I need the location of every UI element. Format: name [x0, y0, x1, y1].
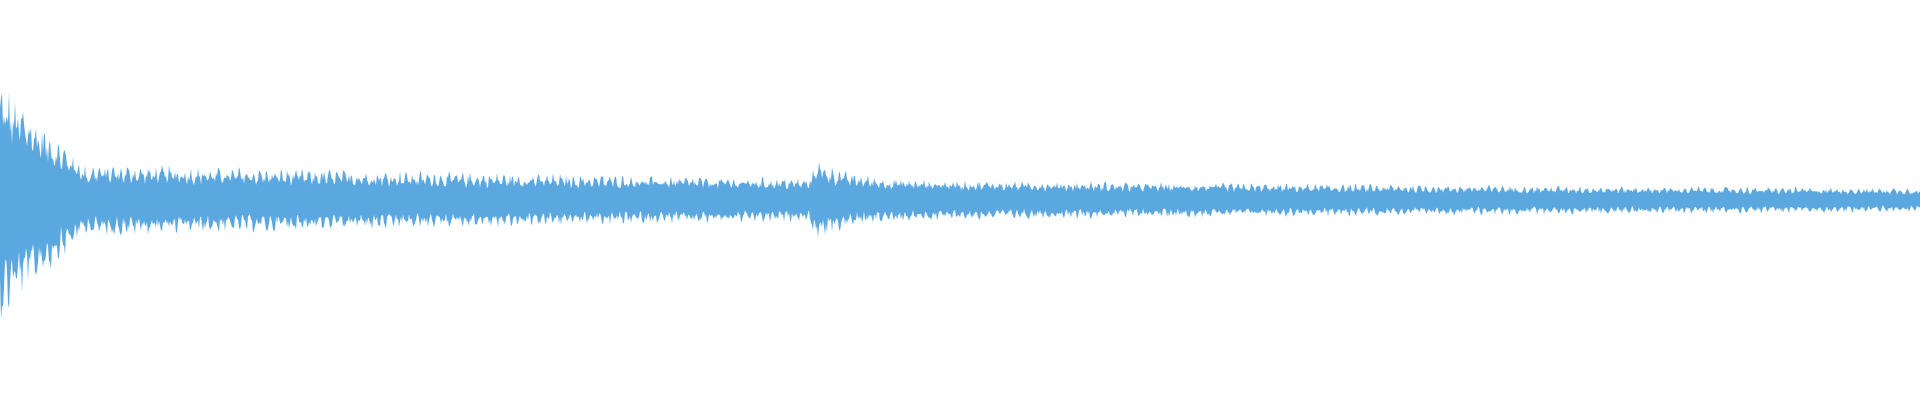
waveform-trace: [0, 90, 1920, 320]
